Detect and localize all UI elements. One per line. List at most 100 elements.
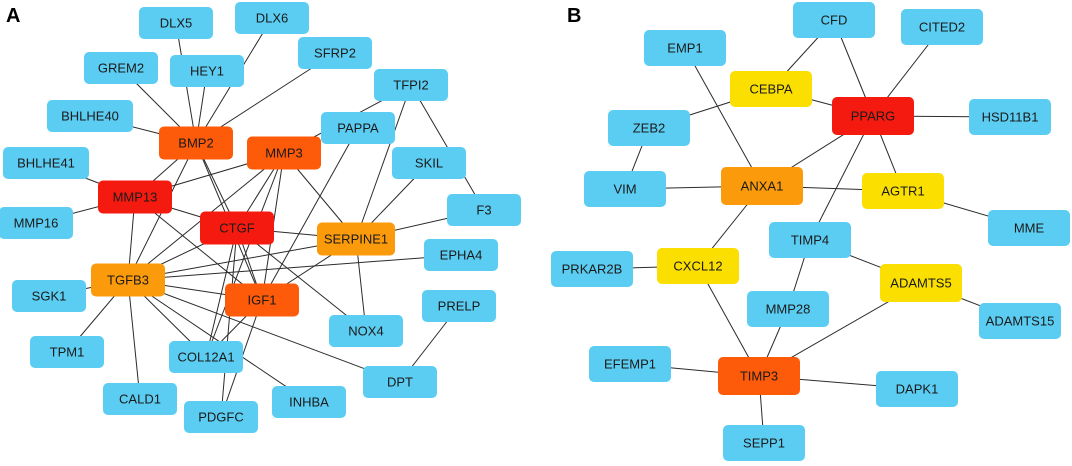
node-box [103,383,177,415]
node-label: PDGFC [198,410,244,425]
node-mmp3: MMP3 [247,136,321,170]
node-label: SGK1 [32,289,67,304]
node-vim: VIM [584,171,666,207]
node-label: BMP2 [178,136,213,151]
node-label: COL12A1 [177,350,234,365]
node-label: IGF1 [248,293,277,308]
node-bhlhe41: BHLHE41 [3,147,89,179]
node-zeb2: ZEB2 [608,110,690,146]
node-box [392,147,466,179]
node-grem2: GREM2 [84,52,158,84]
node-label: DAPK1 [896,382,939,397]
node-box [247,136,321,170]
node-box [30,336,104,368]
node-label: CXCL12 [673,259,722,274]
node-label: GREM2 [98,61,144,76]
node-igf1: IGF1 [225,283,299,317]
node-box [169,341,243,373]
node-label: BHLHE40 [61,109,119,124]
node-box [657,248,739,284]
node-box [139,7,213,39]
node-box [901,9,983,45]
node-label: DLX6 [256,11,289,26]
node-box [321,112,395,144]
node-box [730,71,812,107]
node-hsd11b1: HSD11B1 [969,99,1051,135]
node-box [862,173,944,209]
node-sfrp2: SFRP2 [298,37,372,69]
node-label: MMP28 [766,302,811,317]
node-box [317,222,395,256]
node-box [0,207,73,239]
node-box [225,283,299,317]
node-box [584,171,666,207]
node-label: CTGF [219,221,254,236]
node-box [551,251,633,287]
node-box [422,290,496,322]
node-label: CEBPA [749,82,792,97]
node-label: TPM1 [50,345,85,360]
node-hey1: HEY1 [170,55,244,87]
node-nox4: NOX4 [329,315,403,347]
node-label: MMP3 [265,146,303,161]
node-bmp2: BMP2 [159,126,233,160]
node-bhlhe40: BHLHE40 [47,100,133,132]
node-box [793,2,875,38]
node-cebpa: CEBPA [730,71,812,107]
node-box [832,97,914,135]
node-box [718,357,800,395]
node-box [979,303,1061,339]
edge-tgfb3-dpt [127,279,401,383]
node-box [969,99,1051,135]
node-box [170,55,244,87]
node-box [235,2,309,34]
node-label: INHBA [289,395,329,410]
node-box [424,239,498,271]
node-ctgf: CTGF [200,211,274,245]
node-tpm1: TPM1 [30,336,104,368]
node-timp4: TIMP4 [769,222,851,258]
node-label: CFD [821,13,848,28]
node-label: DPT [387,375,413,390]
node-pparg: PPARG [832,97,914,135]
node-label: MME [1014,221,1045,236]
node-pdgfc: PDGFC [184,401,258,433]
node-box [363,366,437,398]
edge-ctgf-nox4 [236,227,367,332]
node-cfd: CFD [793,2,875,38]
node-label: HSD11B1 [982,110,1039,125]
node-mmp28: MMP28 [747,291,829,327]
node-tfpi2: TFPI2 [374,69,448,101]
node-box [298,37,372,69]
edge-mmp13-igf1 [134,196,263,301]
node-label: EFEMP1 [604,357,656,372]
node-label: EMP1 [667,41,702,56]
node-box [12,280,86,312]
node-label: AGTR1 [881,184,924,199]
node-sepp1: SEPP1 [723,425,805,461]
node-mme: MME [988,210,1070,246]
node-box [91,263,165,297]
node-label: ADAMTS15 [986,314,1055,329]
edge-pparg-timp4 [809,115,874,241]
node-skil: SKIL [392,147,466,179]
node-cald1: CALD1 [103,383,177,415]
node-label: PPARG [851,109,896,124]
node-label: SFRP2 [314,46,356,61]
node-label: ADAMTS5 [890,276,951,291]
node-box [329,315,403,347]
node-anxa1: ANXA1 [721,167,803,205]
node-prkar2b: PRKAR2B [551,251,633,287]
node-dlx5: DLX5 [139,7,213,39]
node-adamts15: ADAMTS15 [979,303,1061,339]
edge-epha4-tgfb3 [127,254,462,281]
node-label: TIMP3 [740,369,778,384]
node-dapk1: DAPK1 [876,371,958,407]
node-box [3,147,89,179]
node-box [608,110,690,146]
node-pappa: PAPPA [321,112,395,144]
node-label: PRKAR2B [562,262,623,277]
